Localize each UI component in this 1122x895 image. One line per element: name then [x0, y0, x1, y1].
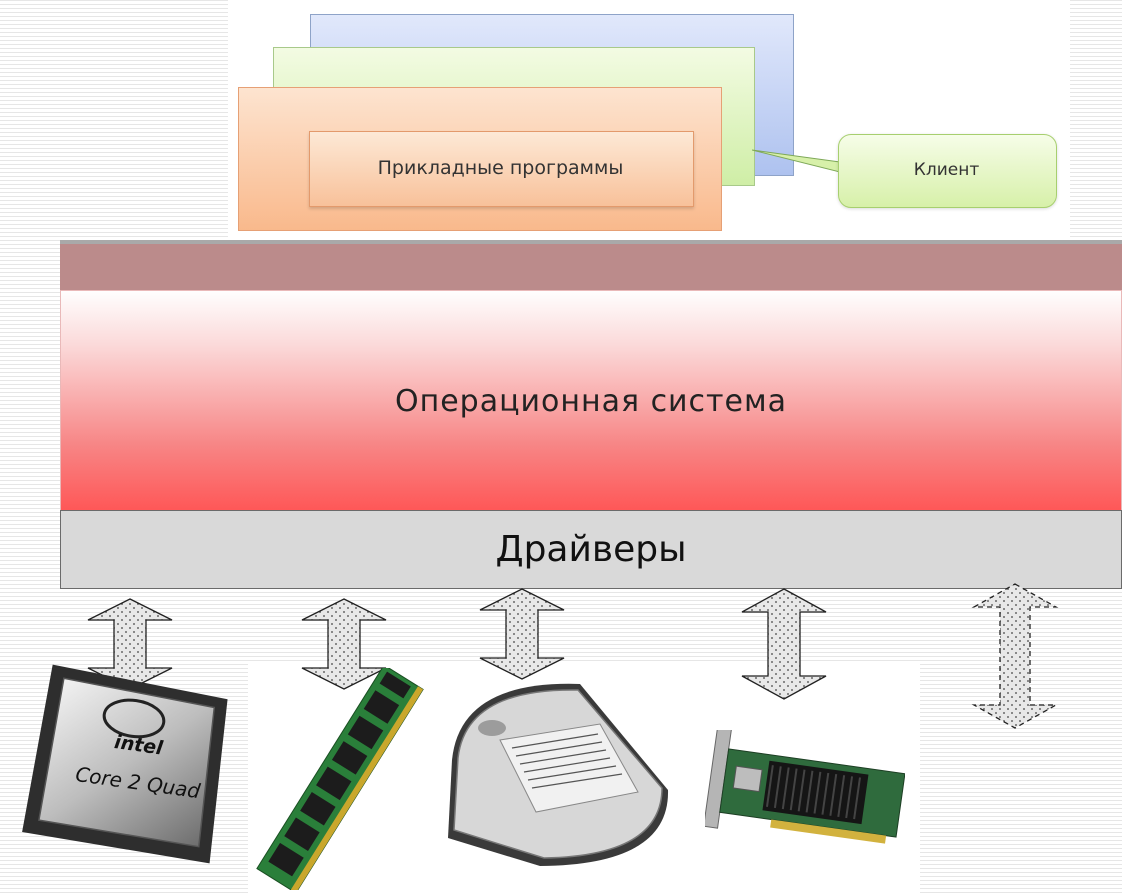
os-top-band: [60, 240, 1122, 292]
double-arrow-icon: [301, 598, 387, 690]
expansion-card-icon: [705, 730, 905, 844]
os-label: Операционная система: [394, 383, 787, 419]
os-panel: [60, 290, 1122, 512]
app-label-box: [309, 131, 694, 207]
cpu-chip-icon: intel Core 2 Quad: [22, 664, 228, 864]
client-callout: [838, 134, 1057, 208]
dashed-double-arrow-icon: [971, 583, 1059, 729]
drivers-bar: [60, 510, 1122, 589]
client-label: Клиент: [913, 160, 980, 180]
drivers-label: Драйверы: [495, 529, 687, 570]
client-connector: [752, 149, 840, 173]
hard-disk-icon: [448, 683, 669, 866]
double-arrow-icon: [479, 588, 565, 680]
double-arrow-icon: [741, 588, 827, 700]
applications-label: Прикладные программы: [377, 157, 624, 179]
ram-module-icon: [256, 668, 424, 890]
